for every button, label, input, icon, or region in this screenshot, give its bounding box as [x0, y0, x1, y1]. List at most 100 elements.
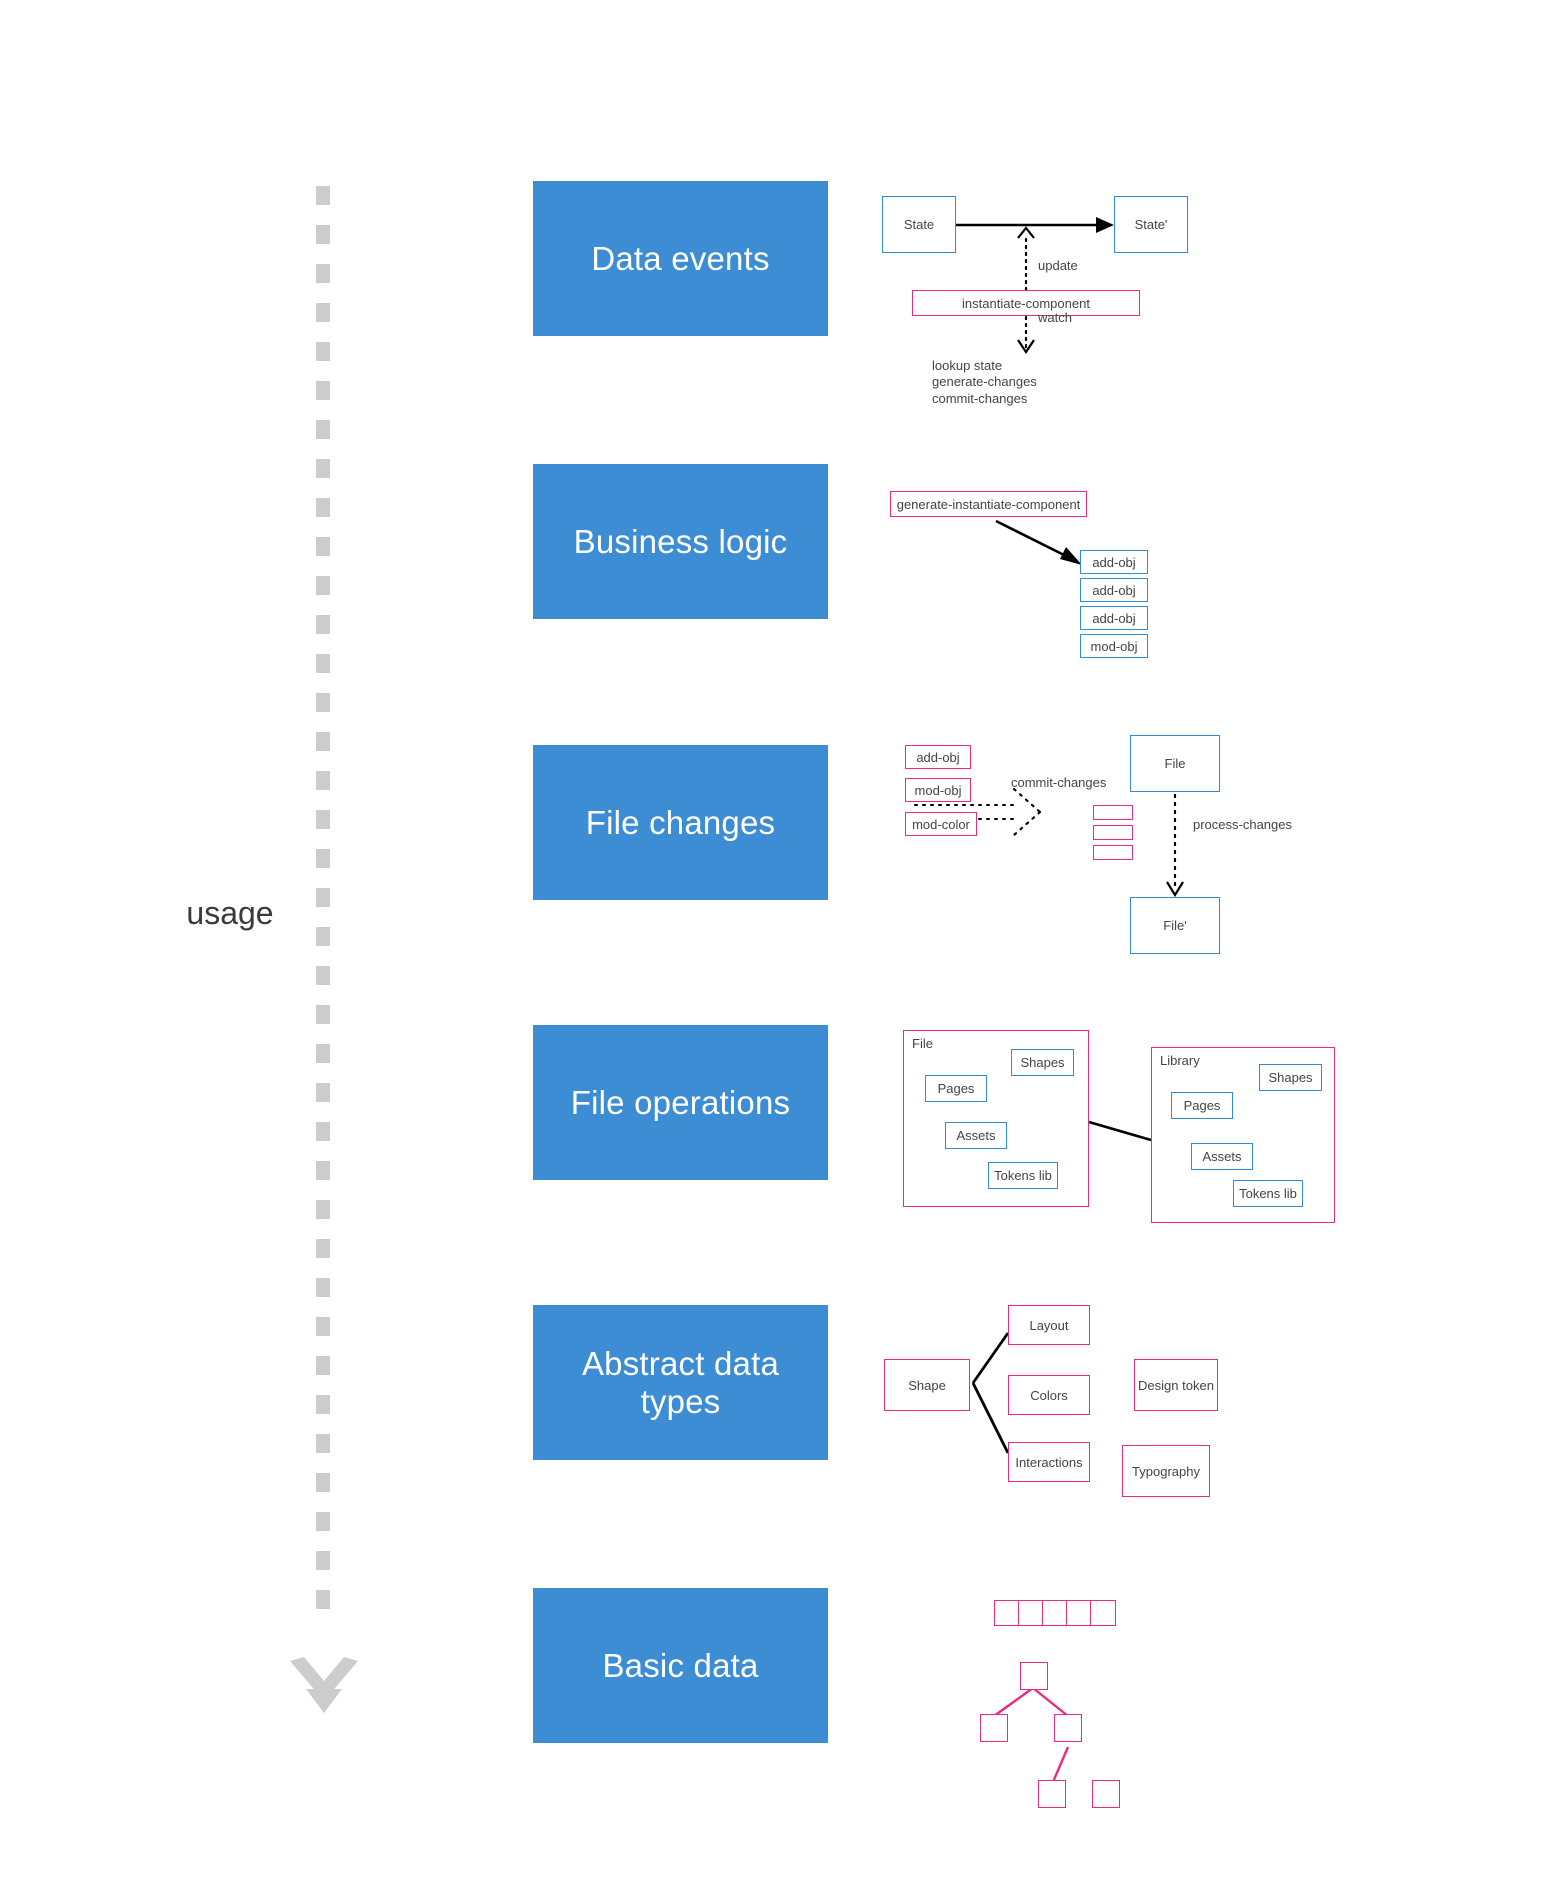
usage-axis-dash — [316, 264, 330, 283]
usage-axis-dash — [316, 810, 330, 829]
diagram-basic-data — [980, 1600, 1280, 1808]
label-commit-changes: commit-changes — [1011, 775, 1107, 790]
group-library-title: Library — [1160, 1053, 1200, 1068]
node-file-tokens-lib[interactable]: Tokens lib — [988, 1162, 1058, 1189]
usage-axis-dash — [316, 1512, 330, 1531]
stage-box-data-events[interactable]: Data events — [533, 181, 828, 336]
usage-axis-dash — [316, 732, 330, 751]
usage-axis-dash — [316, 1005, 330, 1024]
usage-axis-dash — [316, 459, 330, 478]
node-change-mod-color[interactable]: mod-color — [905, 812, 977, 836]
usage-axis-dash — [316, 1473, 330, 1492]
usage-axis-dash — [316, 1434, 330, 1453]
diagram-data-events: State State' update instantiate-componen… — [870, 180, 1350, 406]
usage-axis-dash — [316, 1590, 330, 1609]
usage-axis-dash — [316, 1083, 330, 1102]
stage-label: File operations — [570, 1083, 791, 1121]
node-file-assets[interactable]: Assets — [945, 1122, 1007, 1149]
change-bar-2 — [1093, 825, 1133, 840]
array-cell-2 — [1018, 1600, 1044, 1626]
node-state[interactable]: State — [882, 196, 956, 253]
node-interactions[interactable]: Interactions — [1008, 1442, 1090, 1482]
node-generate-instantiate-component[interactable]: generate-instantiate-component — [890, 491, 1087, 517]
node-file-pages[interactable]: Pages — [925, 1075, 987, 1102]
node-file-shapes[interactable]: Shapes — [1011, 1049, 1074, 1076]
tree-node-leaf — [1038, 1780, 1066, 1808]
diagram-file-operations: File Pages Shapes Assets Tokens lib Libr… — [903, 1030, 1413, 1250]
usage-axis-dash — [316, 615, 330, 634]
group-file-title: File — [912, 1036, 933, 1051]
stage-box-file-operations[interactable]: File operations — [533, 1025, 828, 1180]
usage-axis-dash — [316, 1044, 330, 1063]
usage-axis-dash — [316, 849, 330, 868]
usage-axis-dash — [316, 654, 330, 673]
usage-axis-dash — [316, 1278, 330, 1297]
operations-list: lookup state generate-changes commit-cha… — [932, 358, 1037, 406]
diagram-business-logic: generate-instantiate-component add-obj a… — [890, 485, 1250, 665]
node-shape[interactable]: Shape — [884, 1359, 970, 1411]
array-cell-3 — [1042, 1600, 1068, 1626]
usage-axis-dash — [316, 420, 330, 439]
node-add-obj-1[interactable]: add-obj — [1080, 550, 1148, 574]
usage-axis-dash — [316, 1239, 330, 1258]
diagram-file-changes: add-obj mod-obj mod-color commit-changes… — [905, 735, 1345, 975]
tree-node-left — [980, 1714, 1008, 1742]
tree-node-right — [1054, 1714, 1082, 1742]
stage-box-abstract-data-types[interactable]: Abstract data types — [533, 1305, 828, 1460]
usage-axis-dash — [316, 1356, 330, 1375]
stage-box-business-logic[interactable]: Business logic — [533, 464, 828, 619]
node-add-obj-2[interactable]: add-obj — [1080, 578, 1148, 602]
stage-label: Basic data — [602, 1646, 759, 1684]
usage-axis-dash — [316, 1122, 330, 1141]
node-file[interactable]: File — [1130, 735, 1220, 792]
node-change-mod-obj[interactable]: mod-obj — [905, 778, 971, 802]
stage-box-file-changes[interactable]: File changes — [533, 745, 828, 900]
edge-label-watch: watch — [1038, 310, 1072, 325]
usage-axis-dash — [316, 771, 330, 790]
usage-axis-dash — [316, 186, 330, 205]
usage-axis-label: usage — [186, 895, 274, 931]
stage-label: Data events — [591, 239, 770, 277]
basic-data-tree-connectors — [993, 1687, 1070, 1783]
node-library-shapes[interactable]: Shapes — [1259, 1064, 1322, 1091]
usage-axis-dash — [316, 1395, 330, 1414]
usage-axis-dash — [316, 381, 330, 400]
node-change-add-obj[interactable]: add-obj — [905, 745, 971, 769]
usage-axis-dash — [316, 693, 330, 712]
diagram-abstract-data-types: Shape Layout Colors Interactions Design … — [884, 1305, 1284, 1535]
tree-node-detached — [1092, 1780, 1120, 1808]
label-process-changes: process-changes — [1193, 817, 1292, 832]
usage-axis-dash — [316, 342, 330, 361]
stage-box-basic-data[interactable]: Basic data — [533, 1588, 828, 1743]
array-cell-5 — [1090, 1600, 1116, 1626]
usage-axis-dash — [316, 888, 330, 907]
usage-axis-dash — [316, 537, 330, 556]
edge-label-update: update — [1038, 258, 1078, 273]
usage-axis-dash — [316, 498, 330, 517]
node-library-assets[interactable]: Assets — [1191, 1143, 1253, 1170]
usage-axis-dash — [316, 1317, 330, 1336]
node-state-prime[interactable]: State' — [1114, 196, 1188, 253]
node-typography[interactable]: Typography — [1122, 1445, 1210, 1497]
node-instantiate-component[interactable]: instantiate-component — [912, 290, 1140, 316]
usage-axis-dash — [316, 225, 330, 244]
usage-axis-dash — [316, 966, 330, 985]
stage-label: Business logic — [573, 522, 788, 560]
usage-axis-dashes — [316, 186, 330, 1646]
node-file-prime[interactable]: File' — [1130, 897, 1220, 954]
usage-axis-dash — [316, 1161, 330, 1180]
node-colors[interactable]: Colors — [1008, 1375, 1090, 1415]
node-design-token[interactable]: Design token — [1134, 1359, 1218, 1411]
node-library-tokens-lib[interactable]: Tokens lib — [1233, 1180, 1303, 1207]
change-bar-1 — [1093, 805, 1133, 820]
stage-label-line2: types — [640, 1382, 721, 1420]
array-cell-4 — [1066, 1600, 1092, 1626]
stage-label-line1: Abstract data — [581, 1344, 780, 1382]
node-mod-obj[interactable]: mod-obj — [1080, 634, 1148, 658]
node-library-pages[interactable]: Pages — [1171, 1092, 1233, 1119]
node-add-obj-3[interactable]: add-obj — [1080, 606, 1148, 630]
node-layout[interactable]: Layout — [1008, 1305, 1090, 1345]
usage-axis-dash — [316, 576, 330, 595]
array-cell-1 — [994, 1600, 1020, 1626]
